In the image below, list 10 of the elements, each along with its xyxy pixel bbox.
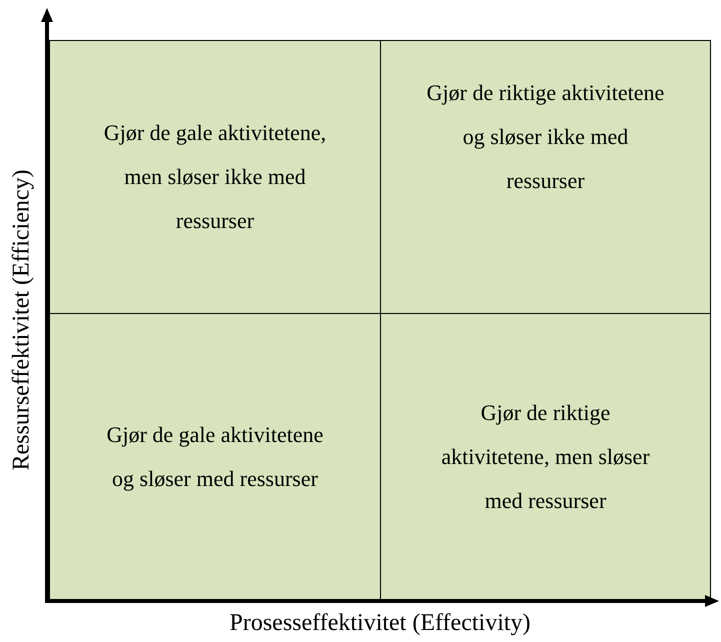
quadrant-text: Gjør de riktige aktivitetene, men sløser med ressurser — [440, 398, 651, 514]
quadrant-box — [49, 313, 381, 600]
y-axis-label: Ressurseffektivitet (Efficiency) — [8, 170, 36, 470]
quadrant-box — [49, 40, 381, 314]
quadrant-box — [380, 40, 711, 314]
quadrant-text: Gjør de riktige aktivitetene og sløser ikke med ressurser — [426, 79, 666, 195]
x-axis-label: Prosesseffektivitet (Effectivity) — [229, 610, 531, 637]
quadrant-box — [380, 313, 711, 600]
quadrant-text: Gjør de gale aktivitetene, men sløser ikke med ressurser — [102, 119, 328, 235]
quadrant-text: Gjør de gale aktivitetene og sløser med ressurser — [106, 420, 324, 493]
